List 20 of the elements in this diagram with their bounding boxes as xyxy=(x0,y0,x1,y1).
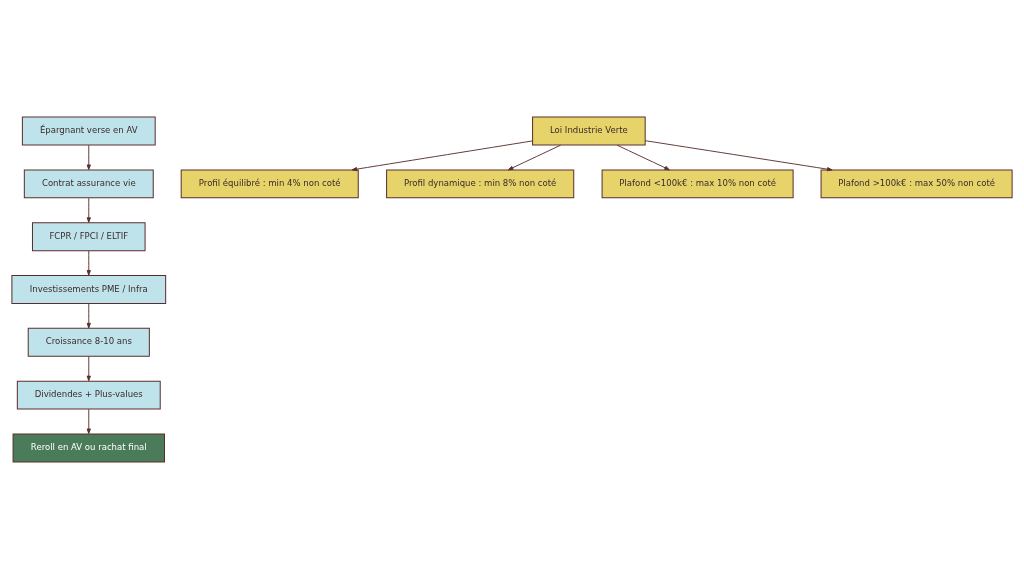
node-box: Dividendes + Plus-values xyxy=(16,380,161,410)
node-box: Investissements PME / Infra xyxy=(11,274,167,304)
node-box: FCPR / FPCI / ELTIF xyxy=(31,221,146,251)
node-box: Contrat assurance vie xyxy=(23,168,154,198)
arrow xyxy=(86,144,91,170)
node-box: Croissance 8-10 ans xyxy=(27,327,150,357)
node-box: Reroll en AV ou rachat final xyxy=(12,432,165,462)
node-box: Loi Industrie Verte xyxy=(532,116,646,146)
arrow xyxy=(644,139,833,171)
arrow xyxy=(86,197,91,223)
node-box: Plafond <100k€ : max 10% non coté xyxy=(601,168,794,198)
node-box: Profil dynamique : min 8% non coté xyxy=(386,168,575,198)
arrow xyxy=(507,144,562,170)
arrow xyxy=(351,139,534,171)
arrow xyxy=(86,249,91,276)
arrow xyxy=(616,144,670,170)
arrow xyxy=(86,302,91,328)
arrow xyxy=(86,355,91,381)
arrow xyxy=(86,408,91,434)
node-box: Épargnant verse en AV xyxy=(21,116,156,146)
